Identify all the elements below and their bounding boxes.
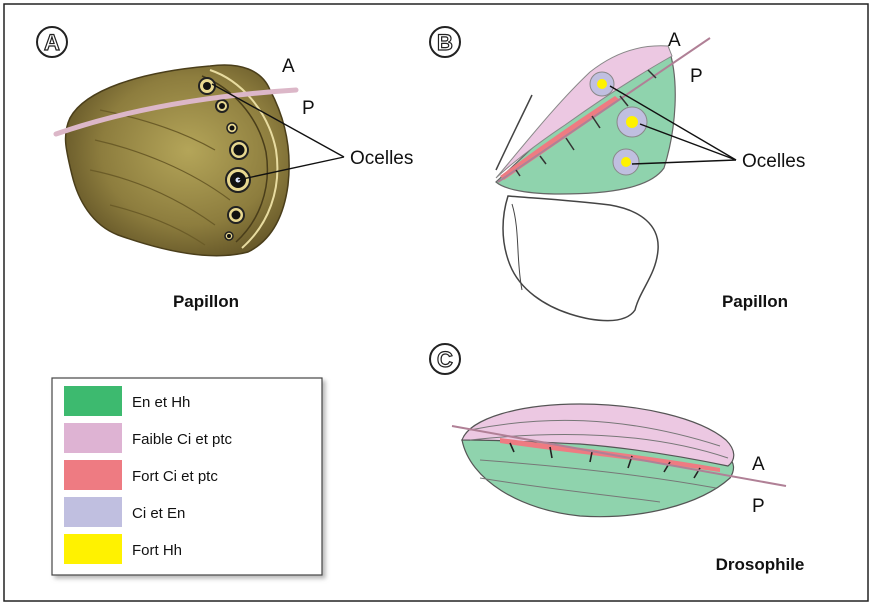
ocellus bbox=[590, 72, 614, 96]
badge-c: C bbox=[430, 344, 460, 374]
badge-b: B bbox=[430, 27, 460, 57]
label-anterior: A bbox=[668, 30, 681, 51]
label-anterior: A bbox=[282, 56, 295, 77]
legend-label: Faible Ci et ptc bbox=[132, 431, 233, 448]
ocellus bbox=[216, 100, 228, 112]
caption-papillon-a: Papillon bbox=[173, 292, 239, 311]
ocellus bbox=[613, 149, 639, 175]
ocellus bbox=[199, 78, 215, 94]
ocellus bbox=[230, 141, 248, 159]
caption-drosophile: Drosophile bbox=[716, 555, 805, 574]
ocellus bbox=[227, 123, 237, 133]
caption-papillon-b: Papillon bbox=[722, 292, 788, 311]
legend-label: En et Hh bbox=[132, 394, 190, 411]
badge-a: A bbox=[37, 27, 67, 57]
ocellus bbox=[228, 207, 244, 223]
ocellus bbox=[225, 232, 233, 240]
label-posterior: P bbox=[302, 98, 315, 119]
legend-swatch bbox=[64, 386, 122, 416]
legend-label: Fort Hh bbox=[132, 542, 182, 559]
badge-b-letter: B bbox=[437, 30, 453, 55]
legend-swatch bbox=[64, 497, 122, 527]
legend-swatch bbox=[64, 534, 122, 564]
label-posterior: P bbox=[690, 66, 703, 87]
label-posterior: P bbox=[752, 496, 765, 517]
legend-label: Fort Ci et ptc bbox=[132, 468, 218, 485]
legend-label: Ci et En bbox=[132, 505, 185, 522]
badge-c-letter: C bbox=[437, 347, 453, 372]
legend-swatch bbox=[64, 460, 122, 490]
ocelles-label: Ocelles bbox=[350, 148, 413, 169]
ocelles-label: Ocelles bbox=[742, 151, 805, 172]
label-anterior: A bbox=[752, 454, 765, 475]
legend-swatch bbox=[64, 423, 122, 453]
ocellus bbox=[617, 107, 647, 137]
badge-a-letter: A bbox=[44, 30, 60, 55]
